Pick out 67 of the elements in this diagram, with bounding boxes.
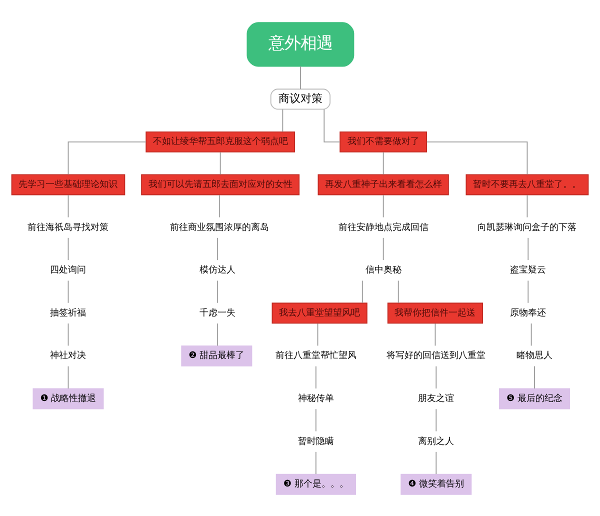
node-text: 四处询问 xyxy=(50,265,86,276)
connector xyxy=(68,365,69,388)
node-text: 抽签祈福 xyxy=(50,308,86,318)
connector xyxy=(398,280,399,303)
connector xyxy=(315,450,316,474)
node-text: 将写好的回信送到八重堂 xyxy=(386,350,486,361)
node-text: 朋友之谊 xyxy=(418,394,454,404)
connector xyxy=(362,280,363,303)
connector xyxy=(528,236,529,260)
connector xyxy=(68,236,69,260)
node-text: 神社对决 xyxy=(50,350,86,361)
node-box: 我们可以先请五郎去面对应对的女性 xyxy=(141,174,300,195)
node-text: 前往商业氛围浓厚的离岛 xyxy=(170,222,269,232)
connector xyxy=(220,151,221,174)
node-box: ❹ 微笑着告别 xyxy=(400,473,472,494)
node-box: 商议对策 xyxy=(270,88,330,110)
node-box: ❺ 最后的纪念 xyxy=(498,388,570,409)
connector xyxy=(217,322,218,346)
connector xyxy=(300,65,301,89)
connector xyxy=(530,322,532,346)
connector xyxy=(436,450,437,474)
node-text: 向凯瑟琳询问盒子的下落 xyxy=(478,222,577,232)
node-box: 先学习一些基础理论知识 xyxy=(11,174,126,195)
node-box: 我帮你把信件一起送 xyxy=(387,302,484,324)
connector xyxy=(68,322,69,346)
connector xyxy=(526,194,528,218)
connector xyxy=(217,280,218,303)
node-text: 盗宝疑云 xyxy=(510,265,546,276)
node-text: 前往海祇岛寻找对策 xyxy=(28,222,109,232)
node-text: 前往八重堂帮忙望风 xyxy=(275,350,356,361)
node-text: 神秘传单 xyxy=(298,394,334,404)
node-text: 模仿达人 xyxy=(200,265,236,276)
node-box: ❶ 战略性撤退 xyxy=(32,388,104,409)
connector xyxy=(317,322,318,346)
connector xyxy=(436,365,437,388)
node-text: 前往安静地点完成回信 xyxy=(338,222,428,232)
node-box: ❷ 甜品最棒了 xyxy=(181,344,252,366)
connector xyxy=(315,408,316,432)
node-box: 意外相遇 xyxy=(246,22,354,66)
node-box: ❸ 那个是。。。 xyxy=(276,473,356,494)
connector xyxy=(426,140,528,174)
connector xyxy=(534,365,535,388)
node-text: 离别之人 xyxy=(418,436,454,446)
node-text: 信中奥秘 xyxy=(365,265,402,276)
node-text: 暂时隐瞒 xyxy=(298,436,334,446)
node-box: 再发八重神子出来看看怎么样 xyxy=(318,174,449,195)
connector xyxy=(434,322,436,346)
connector xyxy=(436,408,437,432)
connector xyxy=(324,108,340,142)
connector xyxy=(282,108,284,132)
node-box: 我去八重堂望望风吧 xyxy=(272,302,368,324)
node-text: 千虑一失 xyxy=(200,308,236,318)
connector xyxy=(217,236,218,260)
connector xyxy=(68,140,147,174)
node-text: 原物奉还 xyxy=(510,308,546,318)
connector xyxy=(382,236,384,260)
node-box: 不如让绫华帮五郎克服这个弱点吧 xyxy=(146,130,295,152)
connector xyxy=(528,280,529,303)
connector xyxy=(68,280,69,303)
node-text: 睹物思人 xyxy=(516,350,552,361)
connector xyxy=(218,194,220,218)
connector xyxy=(382,194,384,218)
connector xyxy=(382,151,384,174)
connector xyxy=(315,365,316,388)
node-box: 暂时不要再去八重堂了。。 xyxy=(466,174,589,195)
connector xyxy=(68,194,69,218)
node-box: 我们不需要做对了 xyxy=(340,130,428,152)
